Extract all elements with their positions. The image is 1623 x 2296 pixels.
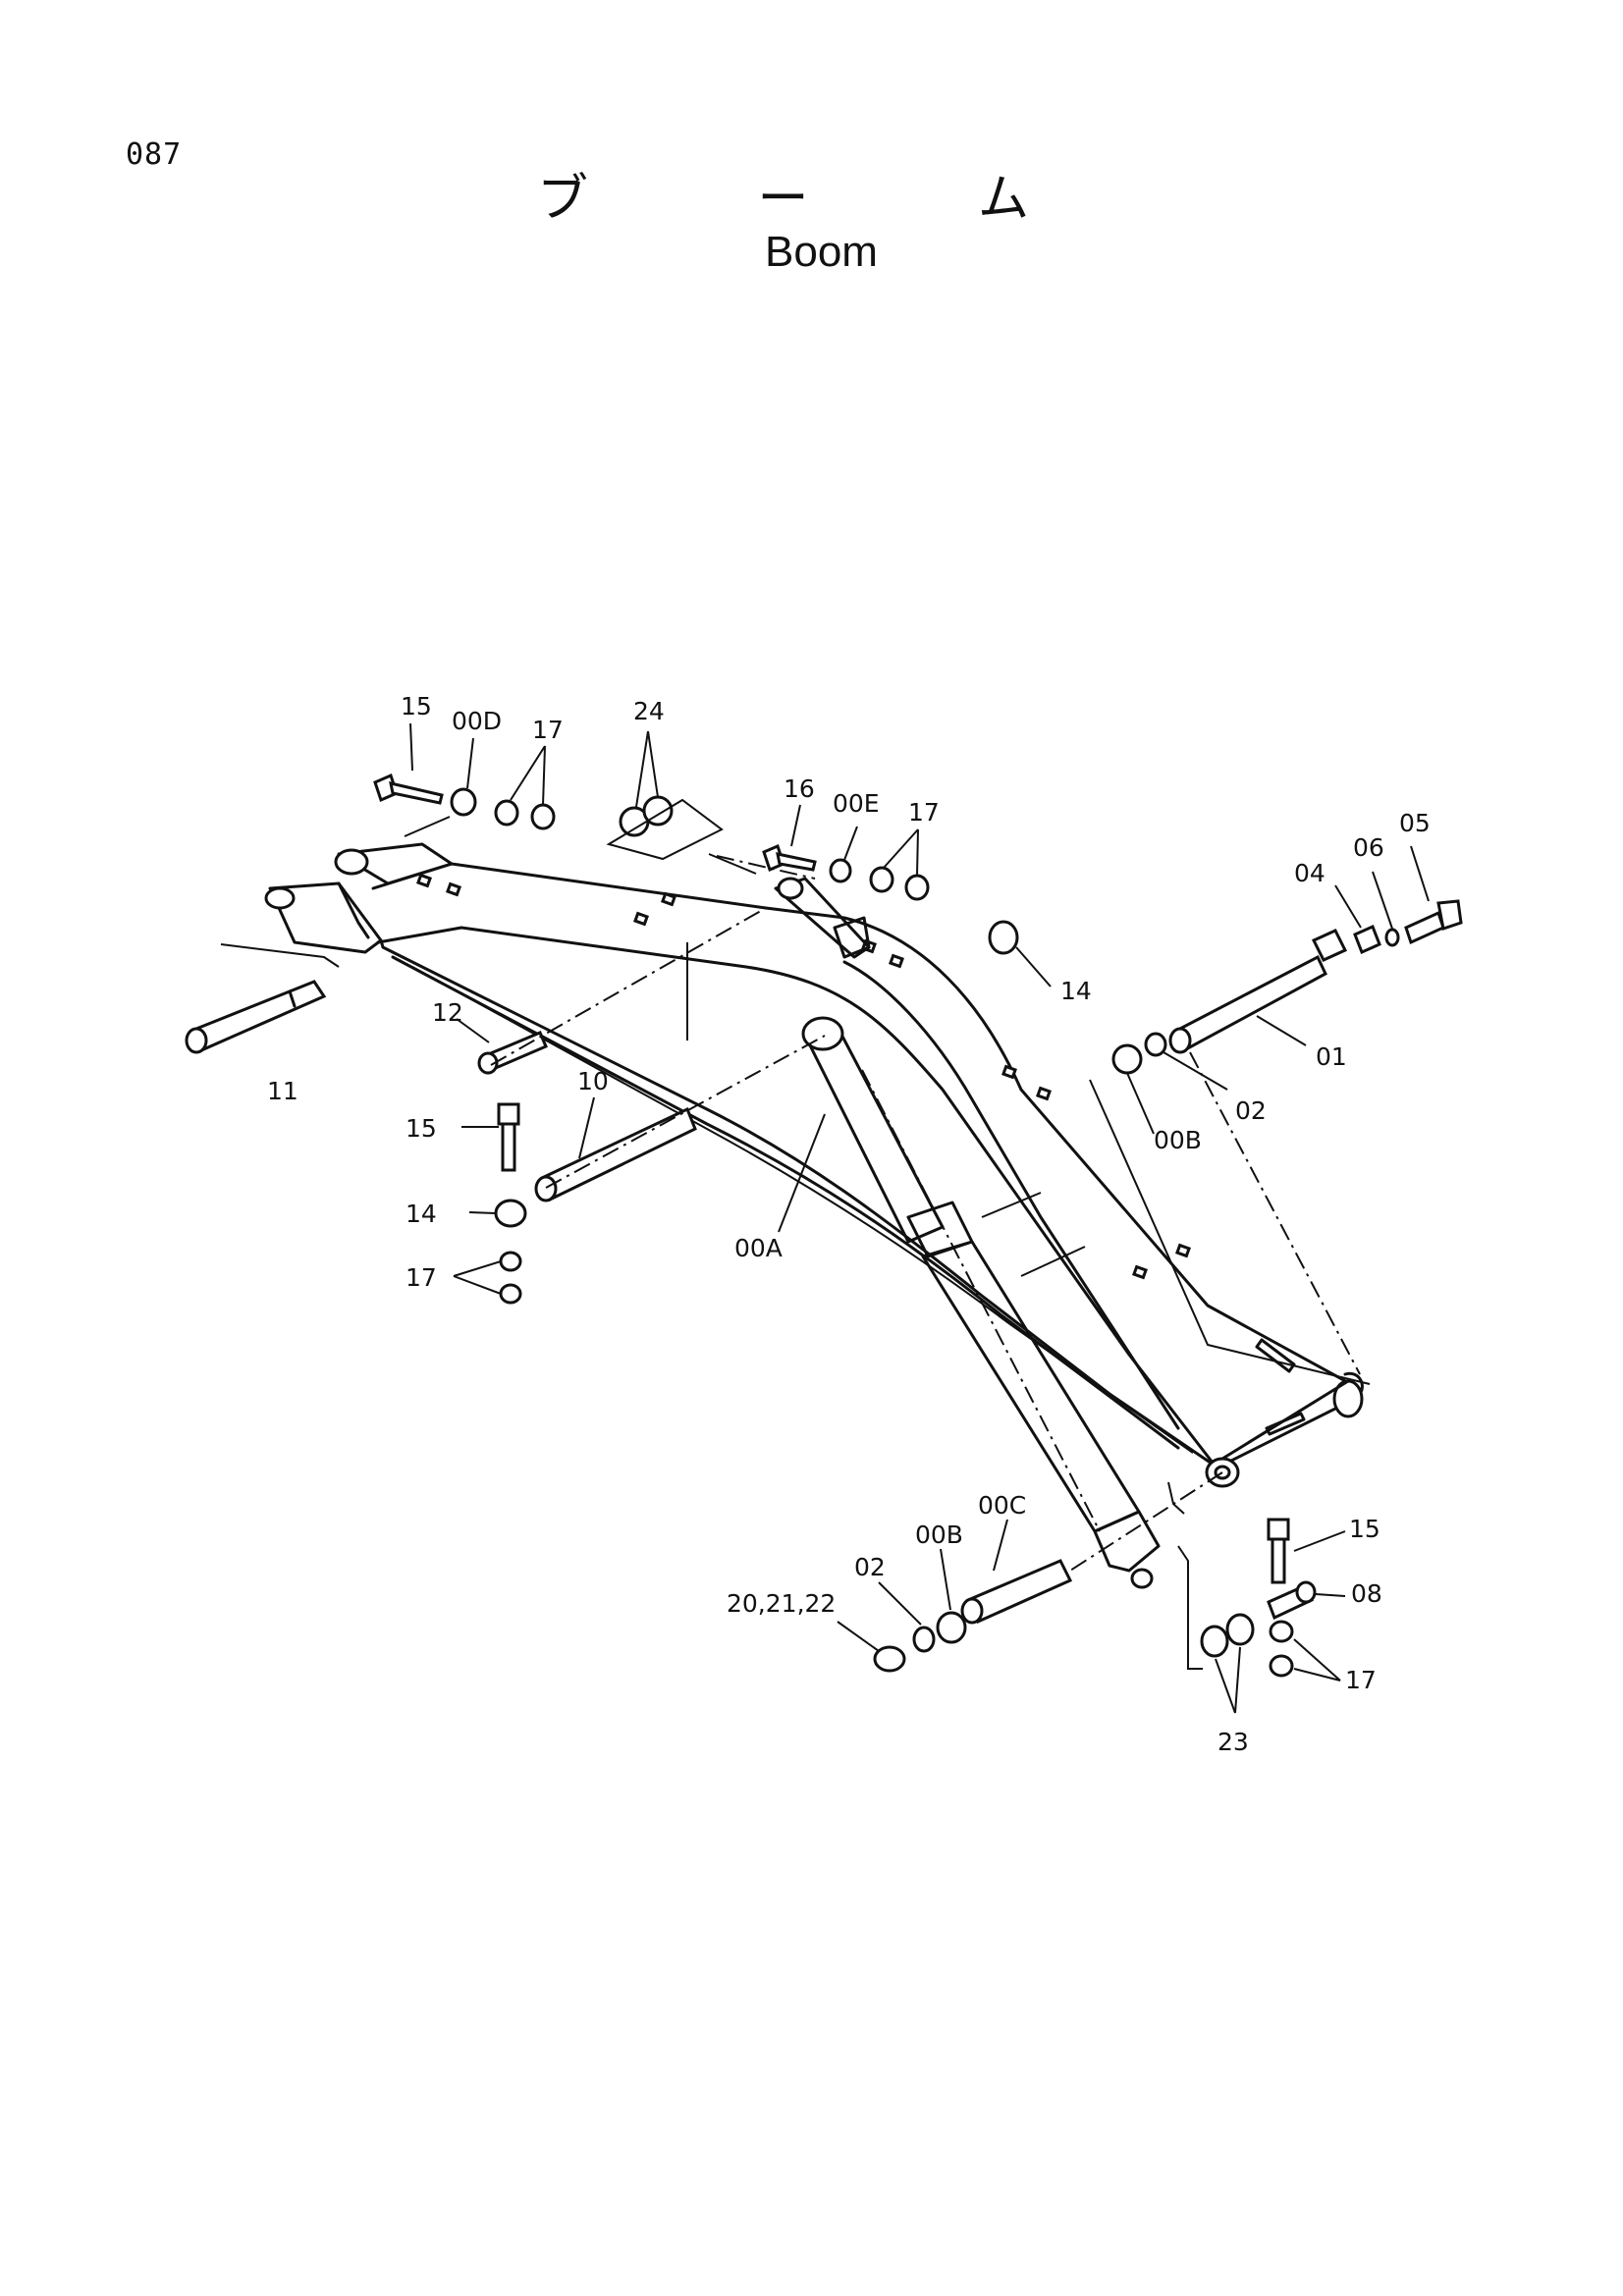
callout-05: 05 [1399,809,1431,837]
nut-17g [1269,1620,1294,1643]
nut-17c [869,866,894,893]
callout-15-bottom: 15 [1349,1515,1380,1543]
pin-08 [1267,1580,1317,1621]
callout-17-top: 17 [532,716,564,744]
callout-00A: 00A [734,1234,783,1262]
callout-23: 23 [1217,1728,1249,1756]
nut-17b [530,803,556,830]
pin-00C [960,1559,1073,1625]
shim-23b [1225,1613,1255,1646]
callout-02-bottom: 02 [854,1553,886,1581]
leader-lines [220,798,1371,1670]
callout-00C: 00C [978,1491,1026,1520]
page-number: 087 [126,137,183,172]
seal-02b [912,1626,936,1653]
callout-11: 11 [267,1077,298,1105]
plate-04 [1353,924,1381,955]
nut-17e [499,1251,522,1272]
bushing-14b [494,1199,527,1228]
bushing-00B-a [1111,1043,1143,1075]
callout-00E: 00E [833,789,880,818]
nut-17d [904,874,930,901]
callout-17-bottom: 17 [1345,1666,1377,1694]
bolt-15b [497,1102,520,1172]
callout-15-left: 15 [406,1114,437,1143]
pin-10 [534,1106,697,1202]
callout-02-right: 02 [1235,1096,1267,1125]
callout-04: 04 [1294,859,1325,887]
callout-20-21-22: 20,21,22 [727,1589,836,1618]
shim-23a [1200,1625,1229,1658]
callout-17-mid: 17 [908,798,940,827]
bolt-16 [762,843,817,873]
callout-14-top: 14 [1060,977,1092,1005]
bushing-00B-b [936,1611,967,1644]
page-title-japanese: ブ ー ム [536,170,1107,229]
boom-body [264,842,1364,1488]
callout-08: 08 [1351,1579,1382,1608]
callout-00B-right: 00B [1154,1126,1202,1154]
plate-20-21-22 [873,1645,906,1673]
bushing-14a [988,920,1019,955]
pin-01 [1168,929,1348,1054]
callout-14-left: 14 [406,1200,437,1228]
callout-17-left: 17 [406,1263,437,1292]
seal-02a [1144,1032,1167,1057]
bolt-05 [1404,899,1463,945]
callout-16: 16 [784,774,815,803]
callout-06: 06 [1353,833,1384,862]
callout-leaders [409,722,1430,1714]
washer-00E [829,858,852,883]
washer-00D [450,787,477,817]
bolt-15c [1267,1518,1290,1584]
page-title-english: Boom [765,228,878,276]
callout-15-top: 15 [401,692,432,721]
callout-12: 12 [432,998,463,1027]
nut-17h [1269,1654,1294,1678]
callout-00D: 00D [452,707,502,735]
callout-00B-bottom: 00B [915,1521,963,1549]
bolt-15a [373,773,444,805]
pin-11 [185,980,327,1054]
nut-17f [499,1283,522,1305]
callout-24: 24 [633,697,665,725]
callout-01: 01 [1316,1042,1347,1071]
nut-17a [494,799,519,827]
washer-06 [1384,928,1400,947]
callout-10: 10 [577,1067,609,1095]
